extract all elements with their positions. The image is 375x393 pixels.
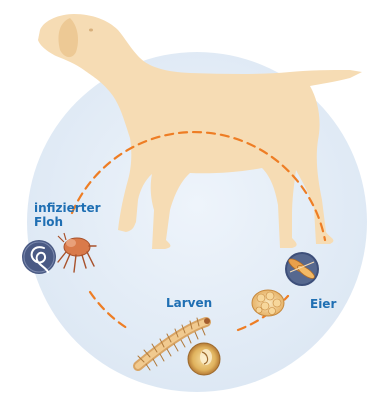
label-larvae: Larven	[166, 296, 212, 310]
label-infected-flea: infizierter Floh	[34, 201, 101, 229]
label-infected-flea-line2: Floh	[34, 215, 101, 229]
flea-eggs-icon	[285, 252, 319, 286]
dog-eye	[89, 29, 93, 32]
label-infected-flea-line1: infizierter	[34, 201, 101, 215]
label-eggs: Eier	[310, 297, 336, 311]
pupa-icon	[188, 343, 220, 375]
tapeworm-egg-icon	[22, 240, 56, 274]
egg-cluster-icon	[252, 290, 284, 316]
